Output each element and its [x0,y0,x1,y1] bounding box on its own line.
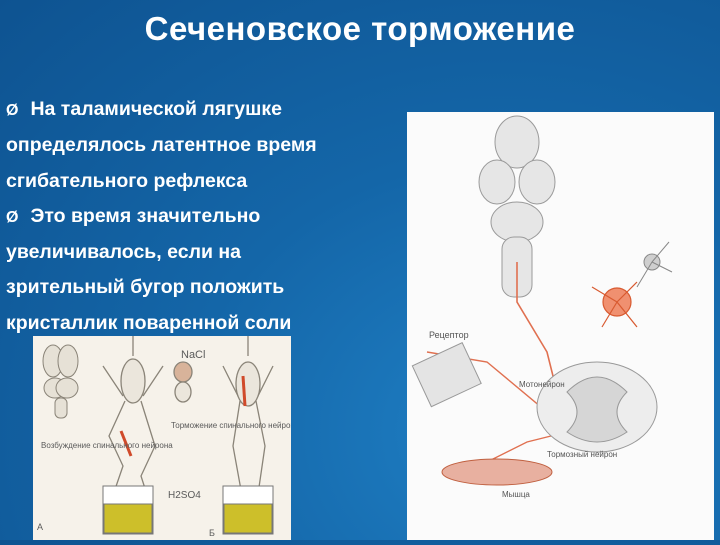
beaker-left [102,485,154,535]
muscle-drawing [441,458,553,486]
bullet-2-line-2: увеличивалось, если на [6,241,241,264]
nacl-label: NaCl [181,349,205,361]
h2so4-label: H2SO4 [168,490,201,501]
neuron-red-drawing [591,281,638,328]
frog-brain-drawing [42,344,79,419]
beaker-right [222,485,274,535]
bullet-arrow-icon: Ø [6,208,19,226]
inhibitory-neuron-label: Тормозный нейрон [547,450,617,459]
inhibition-label: Торможение спинального нейрона [171,421,291,430]
frog-experiment-figure: NaCl H2SO4 Возбуждение спинального нейро… [33,336,300,540]
nerve-red-1 [119,430,133,457]
frog-inhibition-drawing [173,361,193,403]
neuron-upper-drawing [636,241,673,288]
excitation-label: Возбуждение спинального нейрона [41,441,173,450]
frog-excitation-drawing [102,336,164,502]
receptor-drawing [411,341,482,408]
spinal-cord-drawing [536,361,658,453]
panel-a-label: А [37,522,43,532]
bullet-2-line-4: кристаллик поваренной соли [6,311,292,334]
receptor-label: Рецептор [429,330,469,340]
neural-pathway-figure: Рецептор Мышца Мотонейрон Тормозный нейр… [407,112,714,540]
frog-right-drawing [222,336,274,502]
bullet-arrow-icon: Ø [6,102,19,119]
muscle-label: Мышца [502,490,530,499]
bullet-1-line-2: определялось латентное время [6,134,317,157]
neural-pathway-illustration: Рецептор Мышца Мотонейрон Тормозный нейр… [411,115,673,499]
nerve-red-2 [241,375,247,407]
slide-title: Сеченовское торможение [144,10,576,47]
motoneuron-label: Мотонейрон [519,380,565,389]
frog-experiment-illustration: NaCl H2SO4 Возбуждение спинального нейро… [37,336,300,538]
bullet-1-line-3: сгибательного рефлекса [6,169,248,192]
bullet-2-line-3: зрительный бугор положить [6,276,285,299]
panel-b-label: Б [209,528,215,538]
